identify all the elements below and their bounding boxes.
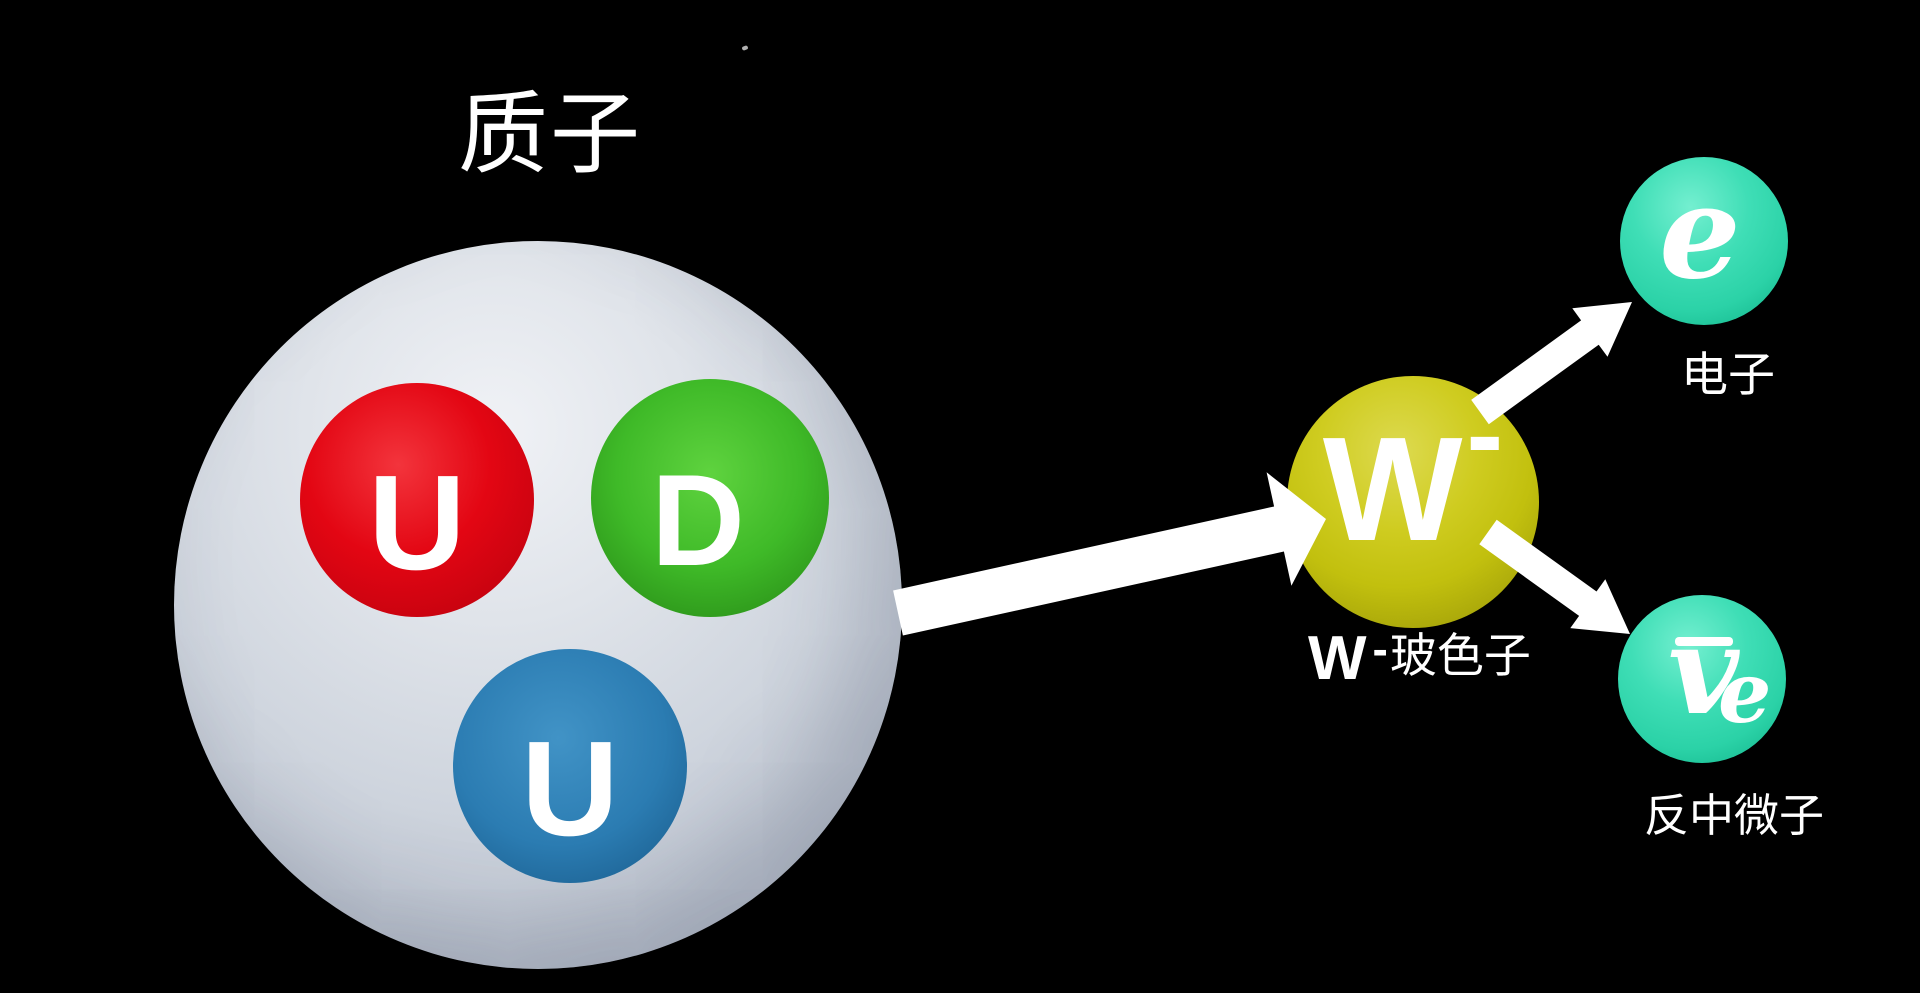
electron-caption: 电子 <box>1681 348 1775 403</box>
proton-title: 质子 <box>458 82 642 187</box>
quark-down-green: D <box>591 379 829 617</box>
w-caption-text: 玻色子 <box>1389 629 1531 684</box>
electron-symbol: e <box>1659 158 1741 308</box>
quark-symbol: D <box>651 447 745 593</box>
antineutrino-subscript: e <box>1718 643 1772 742</box>
w-boson-caption: W - 玻色子 <box>1308 623 1531 693</box>
antineutrino-sphere: v e <box>1618 595 1786 763</box>
electron-sphere: e <box>1620 157 1788 325</box>
w-to-electron-arrow <box>1471 302 1632 425</box>
overbar <box>1675 637 1733 646</box>
w-caption-symbol: W <box>1308 624 1367 693</box>
proton-to-w-arrow <box>893 472 1326 636</box>
quark-up-red: U <box>300 383 534 617</box>
w-to-antineutrino-arrow <box>1479 519 1630 634</box>
quark-up-blue: U <box>453 649 687 883</box>
w-caption-charge: - <box>1372 623 1388 675</box>
quark-symbol: U <box>521 712 619 864</box>
antineutrino-symbol: v <box>1668 598 1739 742</box>
antineutrino-caption: 反中微子 <box>1644 789 1825 842</box>
w-boson-symbol: W <box>1322 407 1463 572</box>
quark-symbol: U <box>368 446 466 598</box>
proton-sphere: U D U <box>174 241 902 969</box>
